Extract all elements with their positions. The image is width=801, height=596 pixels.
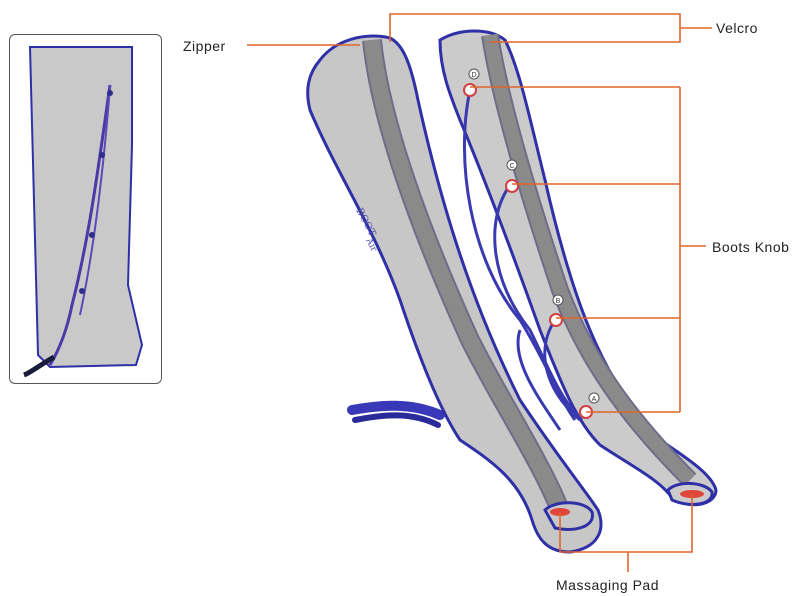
velcro-label: Velcro — [716, 20, 758, 36]
svg-text:B: B — [556, 298, 561, 305]
velcro-callout-line — [390, 14, 680, 42]
svg-text:A: A — [592, 396, 597, 403]
boots-knob-label: Boots Knob — [712, 239, 789, 255]
massaging-pad-label: Massaging Pad — [556, 577, 659, 593]
zipper-label: Zipper — [183, 38, 226, 54]
svg-text:D: D — [471, 72, 476, 79]
svg-text:C: C — [509, 163, 514, 170]
